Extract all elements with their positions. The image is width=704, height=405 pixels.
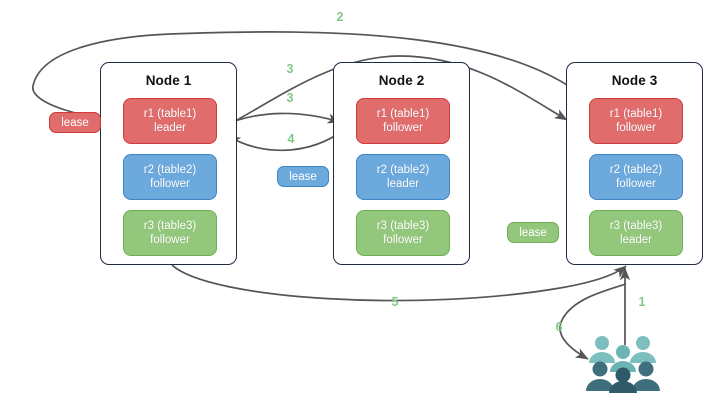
replica-label: r1 (table1) [376,108,430,120]
lease-badge-green[interactable]: lease [507,222,559,243]
edge-6 [559,283,627,360]
node-title: Node 3 [611,73,658,88]
replica-r1-node2[interactable]: r1 (table1) follower [356,98,450,144]
node-title: Node 1 [145,73,192,88]
node-title: Node 2 [378,73,425,88]
replica-label: r1 (table1) [609,108,663,120]
replica-r3-node1[interactable]: r3 (table3) follower [123,210,217,256]
replica-r3-node2[interactable]: r3 (table3) follower [356,210,450,256]
edge-4 [227,129,345,152]
replica-label: r1 (table1) [143,108,197,120]
lease-label: lease [289,170,317,183]
replica-role: follower [383,234,423,246]
replica-role: follower [616,122,656,134]
edge-5 [171,264,627,302]
replica-label: r2 (table2) [376,164,430,176]
step-label-5: 5 [391,295,399,309]
lease-label: lease [61,116,89,129]
replica-r1-node1[interactable]: r1 (table1) leader [123,98,217,144]
replica-label: r2 (table2) [143,164,197,176]
node-box-2[interactable]: Node 2 r1 (table1) follower r2 (table2) … [333,62,470,265]
replica-role: follower [616,178,656,190]
replica-label: r3 (table3) [376,220,430,232]
replica-role: leader [387,178,419,190]
replica-r3-node3[interactable]: r3 (table3) leader [589,210,683,256]
replica-role: leader [154,122,186,134]
replica-role: follower [383,122,423,134]
lease-label: lease [519,226,547,239]
step-label-3-lower: 3 [286,91,294,105]
lease-badge-blue[interactable]: lease [277,166,329,187]
replica-role: leader [620,234,652,246]
edge-2 [32,31,597,127]
step-label-6: 6 [555,320,563,334]
replica-label: r2 (table2) [609,164,663,176]
node-box-3[interactable]: Node 3 r1 (table1) follower r2 (table2) … [566,62,703,265]
replica-r2-node2[interactable]: r2 (table2) leader [356,154,450,200]
replica-label: r3 (table3) [609,220,663,232]
step-label-2: 2 [336,10,344,24]
replica-r2-node3[interactable]: r2 (table2) follower [589,154,683,200]
node-box-1[interactable]: Node 1 r1 (table1) leader r2 (table2) fo… [100,62,237,265]
replica-label: r3 (table3) [143,220,197,232]
replica-r2-node1[interactable]: r2 (table2) follower [123,154,217,200]
step-label-3-upper: 3 [286,62,294,76]
people-group-icon [586,336,660,393]
edge-3-to-node2 [221,112,341,127]
replica-role: follower [150,234,190,246]
edge-3-to-node3 [221,55,568,129]
replica-role: follower [150,178,190,190]
step-label-4: 4 [287,132,295,146]
lease-badge-red[interactable]: lease [49,112,101,133]
step-label-1: 1 [638,295,646,309]
replica-r1-node3[interactable]: r1 (table1) follower [589,98,683,144]
